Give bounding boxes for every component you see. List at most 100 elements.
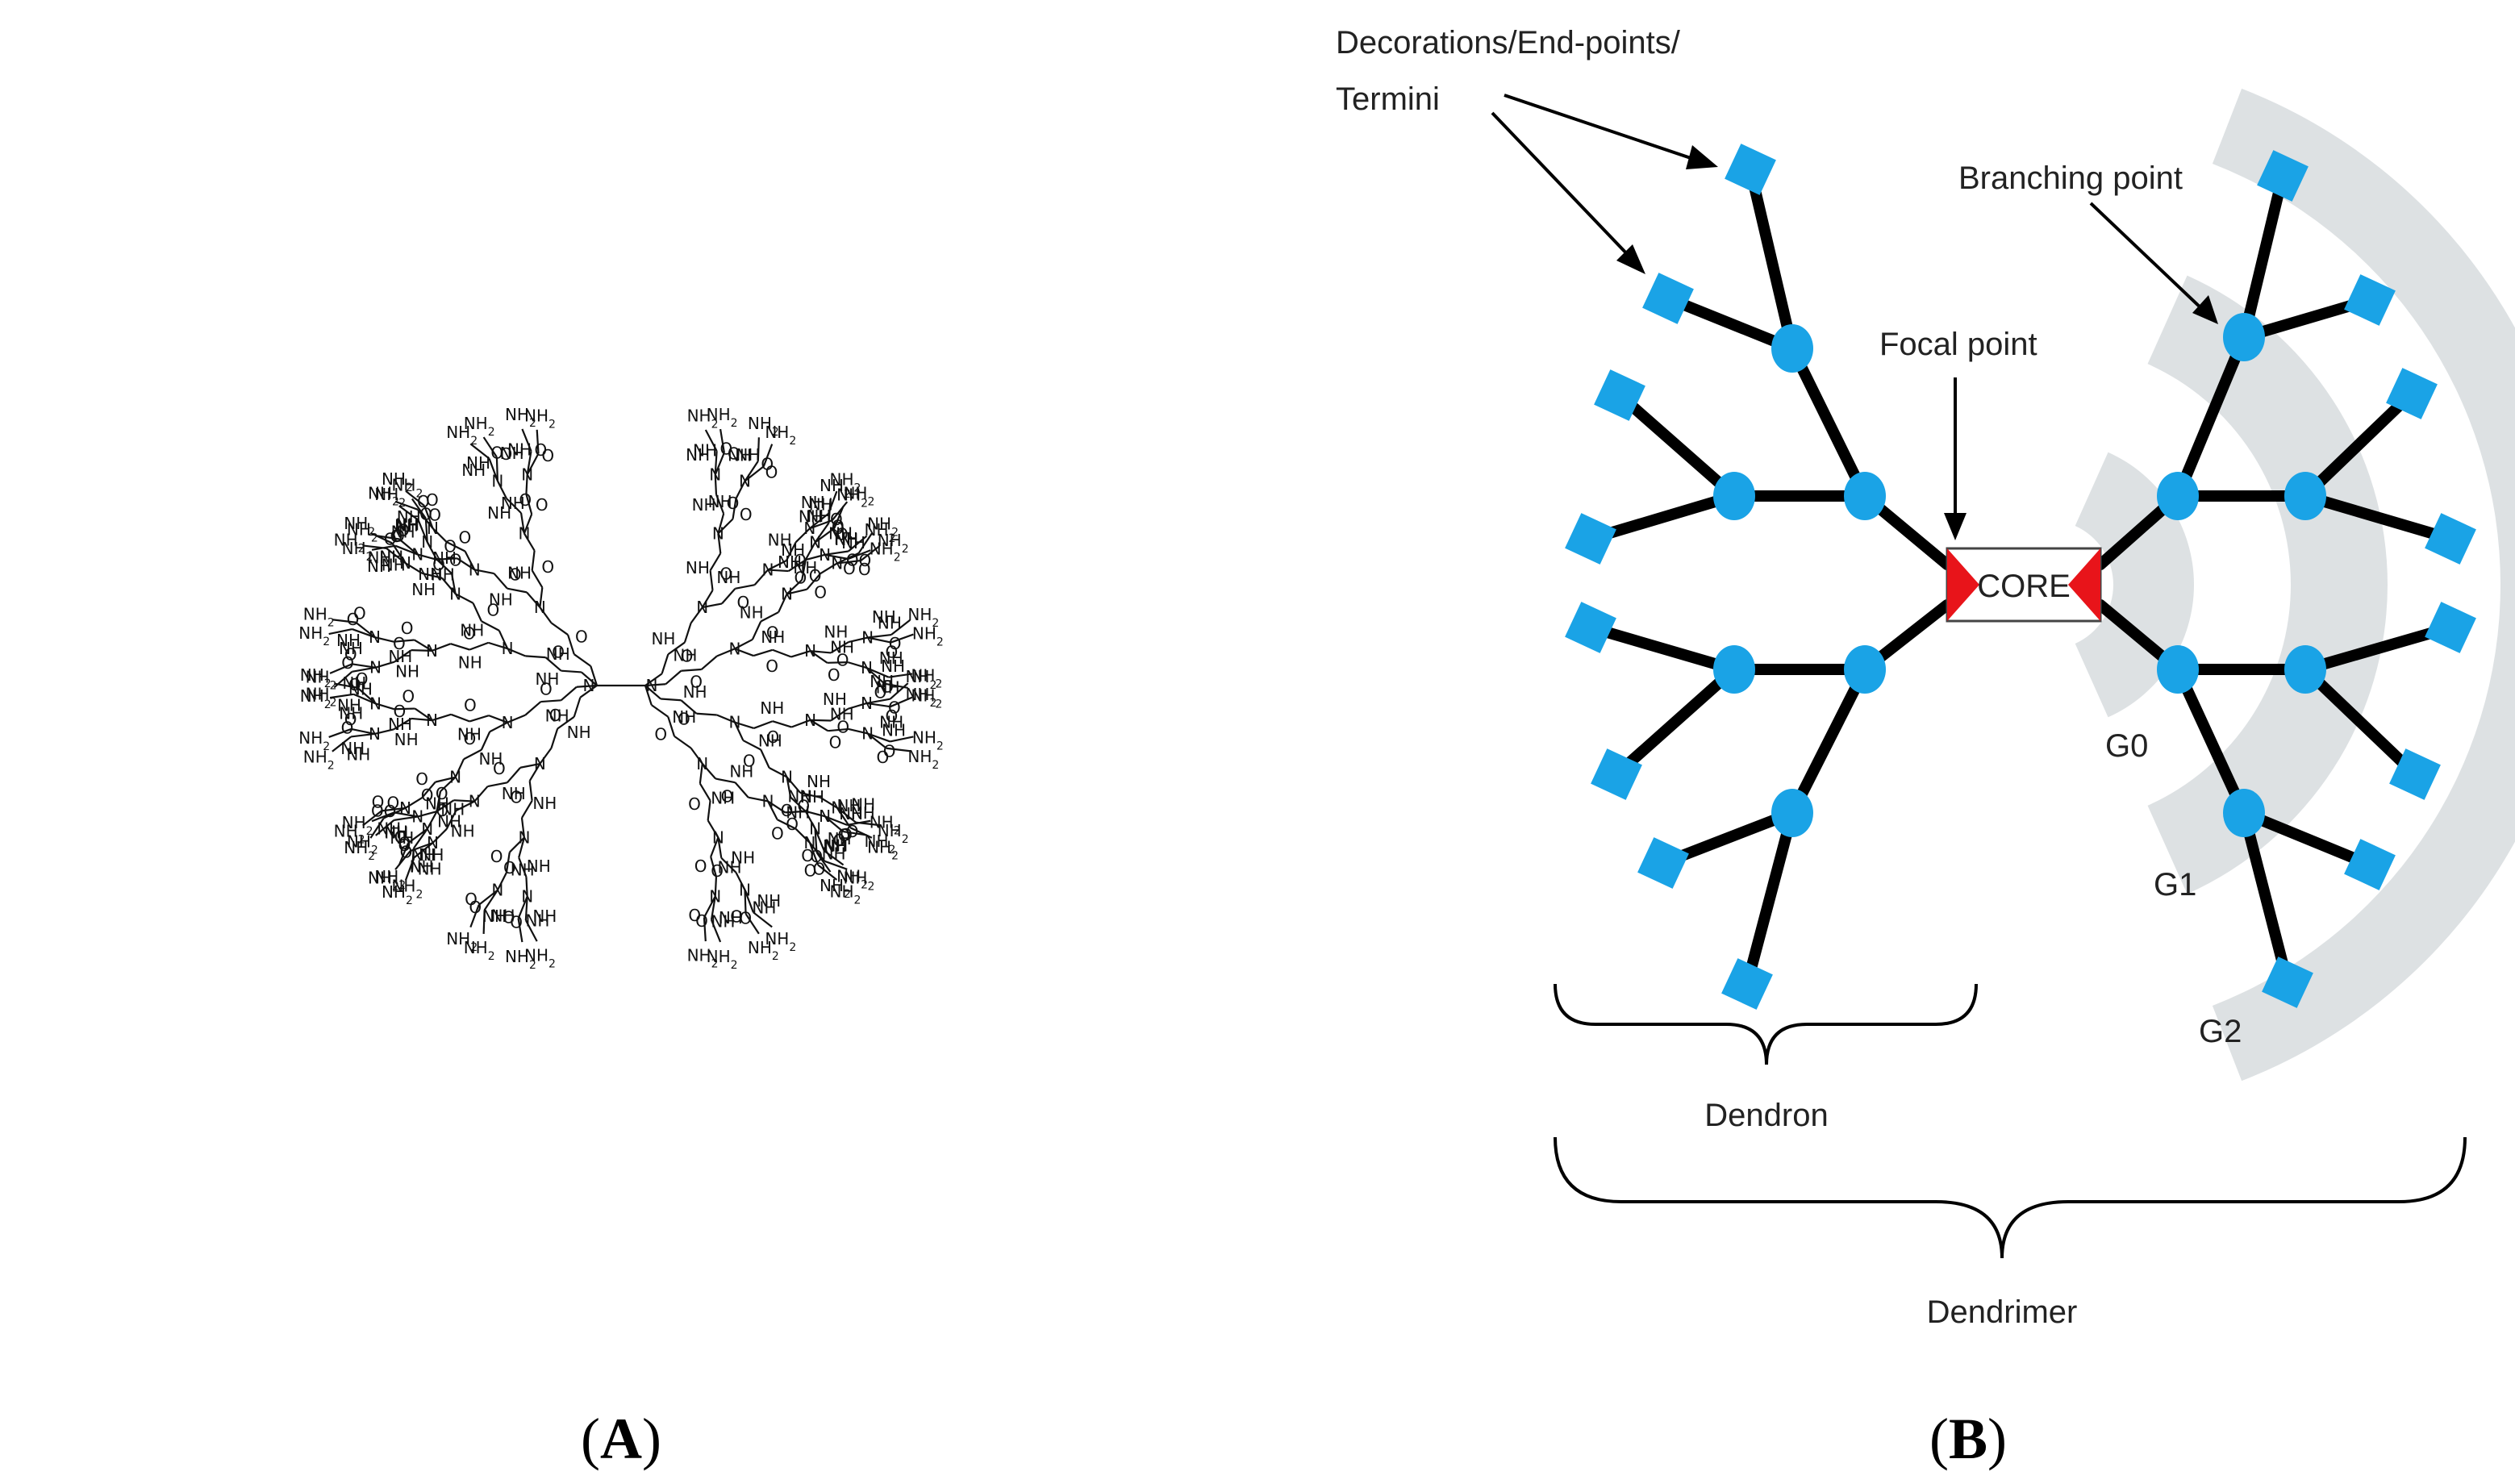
- amide-label: NH: [757, 891, 781, 911]
- amide-label: NH: [841, 533, 865, 552]
- branch-nitrogen-label: N: [696, 754, 708, 773]
- dendron-bond: [1787, 343, 1871, 502]
- carbonyl-label: O: [510, 913, 523, 932]
- carbonyl-label: O: [688, 794, 701, 814]
- amide-label: NH: [882, 721, 906, 740]
- amide-label: NH: [525, 911, 549, 931]
- carbonyl-label: O: [846, 550, 859, 569]
- amide-label: NH: [729, 761, 753, 781]
- terminal-group: [2344, 274, 2396, 326]
- carbonyl-label: O: [426, 490, 439, 510]
- carbonyl-label: O: [721, 787, 734, 807]
- amide-label: NH: [418, 860, 442, 879]
- amide-label: NH: [339, 704, 363, 723]
- carbonyl-label: O: [832, 519, 845, 538]
- amide-label: NH: [824, 836, 848, 855]
- amide-label: NH: [457, 724, 482, 744]
- carbonyl-label: O: [801, 846, 814, 865]
- amide-label: NH: [781, 540, 805, 560]
- dendron-bond: [1745, 164, 1798, 354]
- generation-label-g1: G1: [2154, 867, 2196, 902]
- branching-node: [2284, 645, 2326, 694]
- amide-label: NH: [388, 715, 412, 734]
- carbonyl-label: O: [830, 510, 843, 529]
- amide-label: NH: [391, 523, 415, 542]
- amide-label: NH: [466, 453, 490, 473]
- branch-nitrogen-label: N: [762, 791, 774, 811]
- carbonyl-label: O: [397, 521, 410, 540]
- amide-label: NH: [336, 631, 361, 650]
- amide-label: NH: [532, 907, 557, 926]
- amide-label: NH: [834, 530, 858, 549]
- carbonyl-label: O: [436, 784, 448, 803]
- amide-label: NH: [719, 908, 743, 928]
- carbonyl-label: O: [786, 815, 799, 834]
- amide-label: NH: [390, 828, 414, 848]
- dendron-bond: [2172, 331, 2250, 502]
- amide-label: NH: [567, 723, 591, 742]
- amide-label: NH: [760, 698, 784, 718]
- chemical-bond-network: [328, 428, 914, 943]
- branch-nitrogen-label: N: [521, 886, 533, 906]
- dendron-brace: [1554, 983, 1978, 1065]
- carbonyl-label: O: [394, 827, 407, 847]
- branch-nitrogen-label: N: [739, 880, 751, 899]
- branch-nitrogen-label: N: [781, 585, 793, 604]
- amide-label: NH: [823, 836, 847, 856]
- amide-label: NH: [879, 712, 903, 732]
- dendron-bond: [2238, 807, 2293, 988]
- amide-label: NH: [425, 794, 449, 813]
- branching-node: [2157, 472, 2199, 520]
- carbonyl-label: O: [393, 634, 406, 653]
- amide-label: NH: [460, 620, 484, 640]
- carbonyl-label: O: [690, 673, 703, 692]
- arrow-termini-lower: [1491, 111, 1633, 260]
- carbonyl-label: O: [459, 527, 472, 547]
- carbonyl-label: O: [654, 724, 667, 744]
- amide-label: NH: [431, 565, 455, 584]
- amide-label: NH: [787, 786, 811, 806]
- carbonyl-label: O: [736, 593, 749, 612]
- carbonyl-label: O: [444, 537, 457, 556]
- amide-label: NH: [478, 749, 503, 769]
- carbonyl-label: O: [813, 860, 826, 879]
- carbonyl-label: O: [833, 831, 846, 850]
- branch-nitrogen-label: N: [502, 713, 514, 732]
- branch-nitrogen-label: N: [369, 658, 382, 677]
- amide-label: NH: [673, 645, 697, 665]
- amide-label: NH: [491, 907, 515, 926]
- carbonyl-label: O: [394, 702, 407, 721]
- terminal-amine-label: NH2: [446, 929, 478, 954]
- branch-nitrogen-label: N: [803, 519, 815, 538]
- branching-node: [2284, 472, 2326, 520]
- amide-label: NH: [718, 858, 742, 877]
- branching-point-label: Branching point: [1958, 160, 2183, 196]
- terminal-group: [1594, 369, 1645, 421]
- amide-label: NH: [397, 507, 421, 527]
- dendron-bond: [1611, 664, 1740, 780]
- carbonyl-label: O: [883, 741, 896, 761]
- amide-label: NH: [711, 912, 735, 932]
- branch-nitrogen-label: N: [819, 545, 831, 565]
- branch-nitrogen-label: N: [809, 533, 821, 552]
- amide-label: NH: [379, 547, 403, 566]
- carbonyl-label: O: [761, 454, 774, 473]
- amide-label: NH: [346, 745, 370, 765]
- branch-nitrogen-label: N: [861, 723, 874, 743]
- dendron-bond: [1662, 293, 1798, 354]
- carbonyl-label: O: [428, 506, 441, 525]
- dendron-bond: [1787, 664, 1871, 819]
- amide-label: NH: [731, 848, 755, 868]
- amide-label: NH: [395, 662, 419, 682]
- carbonyl-label: O: [859, 551, 872, 570]
- terminal-amine-label: NH2: [298, 623, 330, 648]
- amide-label: NH: [395, 515, 419, 535]
- carbonyl-label: O: [832, 516, 845, 536]
- carbonyl-label: O: [344, 710, 357, 729]
- branch-nitrogen-label: N: [762, 561, 774, 580]
- branching-node: [1713, 472, 1755, 520]
- branch-nitrogen-label: N: [819, 807, 831, 826]
- carbonyl-label: O: [804, 861, 817, 881]
- carbonyl-label: O: [436, 801, 448, 820]
